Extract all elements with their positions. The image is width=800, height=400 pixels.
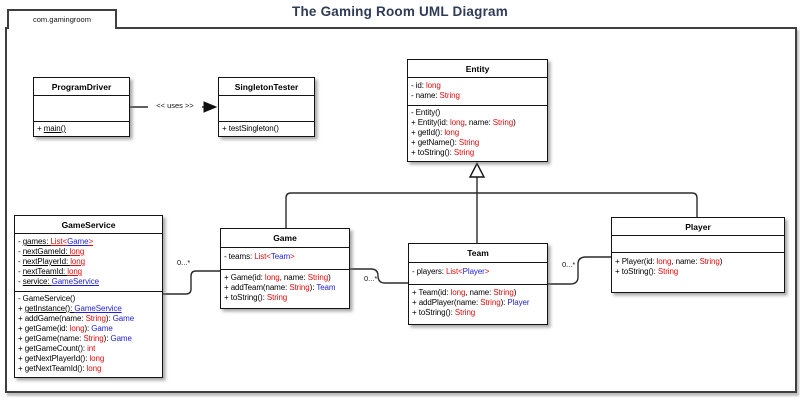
member-line: + toString(): String [412, 308, 476, 317]
class-methods: - GameService()+ getInstance(): GameServ… [15, 291, 162, 376]
class-methods: + Game(id: long, name: String)+ addTeam(… [221, 269, 349, 307]
class-title: GameService [61, 219, 116, 230]
member-line: + addPlayer(name: String): Player [412, 298, 530, 307]
member-line: - nextPlayerId: long [18, 257, 85, 266]
class-methods: - Entity()+ Entity(id: long, name: Strin… [408, 105, 547, 160]
member-line: - id: long [411, 81, 441, 90]
page-title: The Gaming Room UML Diagram [292, 4, 508, 19]
class-attributes: - id: long- name: String [408, 77, 547, 105]
member-line: + Team(id: long, name: String) [412, 288, 517, 297]
diagram-frame [5, 27, 797, 393]
member-line: - nextTeamId: long [18, 267, 83, 276]
class-programdriver: ProgramDriver + main() [33, 77, 130, 137]
class-title: Team [467, 248, 489, 258]
class-singletontester: SingletonTester + testSingleton() [218, 77, 315, 137]
member-line: - games: List<Game> [18, 237, 94, 246]
multiplicity-label-player: 0...* [562, 260, 576, 269]
member-line: + Entity(id: long, name: String) [411, 118, 516, 127]
class-attributes: - players: List<Player> [409, 262, 547, 284]
class-title: SingletonTester [234, 81, 299, 92]
class-game: Game - teams: List<Team> + Game(id: long… [220, 228, 350, 309]
member-line: - service: GameService [18, 277, 99, 286]
member-line: + toString(): String [411, 148, 475, 157]
member-line: + getId(): long [411, 128, 460, 137]
class-gameservice: GameService - games: List<Game>- nextGam… [14, 215, 163, 378]
member-line: + toString(): String [615, 267, 679, 276]
member-line: + toString(): String [224, 293, 288, 302]
member-line: + Player(id: long, name: String) [615, 257, 723, 266]
member-line: + addGame(name: String): Game [18, 314, 135, 323]
class-title: ProgramDriver [51, 81, 112, 92]
class-team: Team - players: List<Player> + Team(id: … [408, 243, 548, 325]
member-line: - players: List<Player> [412, 267, 490, 276]
member-line: + getNextTeamId(): long [18, 364, 102, 373]
class-player: Player + Player(id: long, name: String)+… [611, 217, 785, 293]
member-line: + getGame(id: long): Game [18, 324, 113, 333]
class-title: Player [685, 221, 711, 232]
multiplicity-label-team: 0...* [364, 274, 378, 283]
member-line: - name: String [411, 91, 460, 100]
member-line: + getGame(name: String): Game [18, 334, 132, 343]
class-methods: + Team(id: long, name: String)+ addPlaye… [409, 284, 547, 323]
class-attributes [612, 235, 784, 252]
class-attributes: - games: List<Game>- nextGameId: long- n… [15, 233, 162, 291]
member-line: - teams: List<Team> [224, 252, 295, 261]
package-tab: com.gamingroom [7, 9, 117, 29]
member-line: + Game(id: long, name: String) [224, 273, 331, 282]
multiplicity-label-game: 0...* [177, 258, 191, 267]
member-line: + getInstance(): GameService [18, 304, 122, 313]
class-attributes: - teams: List<Team> [221, 247, 349, 269]
member-line: + getNextPlayerId(): long [18, 354, 105, 363]
class-title: Game [273, 233, 297, 243]
member-line: - nextGameId: long [18, 247, 85, 256]
member-line: - GameService() [18, 294, 76, 303]
class-title: Entity [465, 63, 490, 74]
member-line: + addTeam(name: String): Team [224, 283, 336, 292]
class-entity: Entity - id: long- name: String - Entity… [407, 59, 548, 162]
member-line: + getGameCount(): int [18, 344, 96, 353]
uses-label: << uses >> [148, 101, 202, 110]
member-line: + main() [37, 124, 66, 133]
member-line: + testSingleton() [222, 124, 279, 133]
member-line: + getName(): String [411, 138, 480, 147]
class-methods: + Player(id: long, name: String)+ toStri… [612, 252, 784, 291]
class-methods: + testSingleton() [219, 121, 314, 135]
class-attributes [34, 95, 129, 121]
member-line: - Entity() [411, 108, 441, 117]
class-methods: + main() [34, 121, 129, 135]
class-attributes [219, 95, 314, 121]
